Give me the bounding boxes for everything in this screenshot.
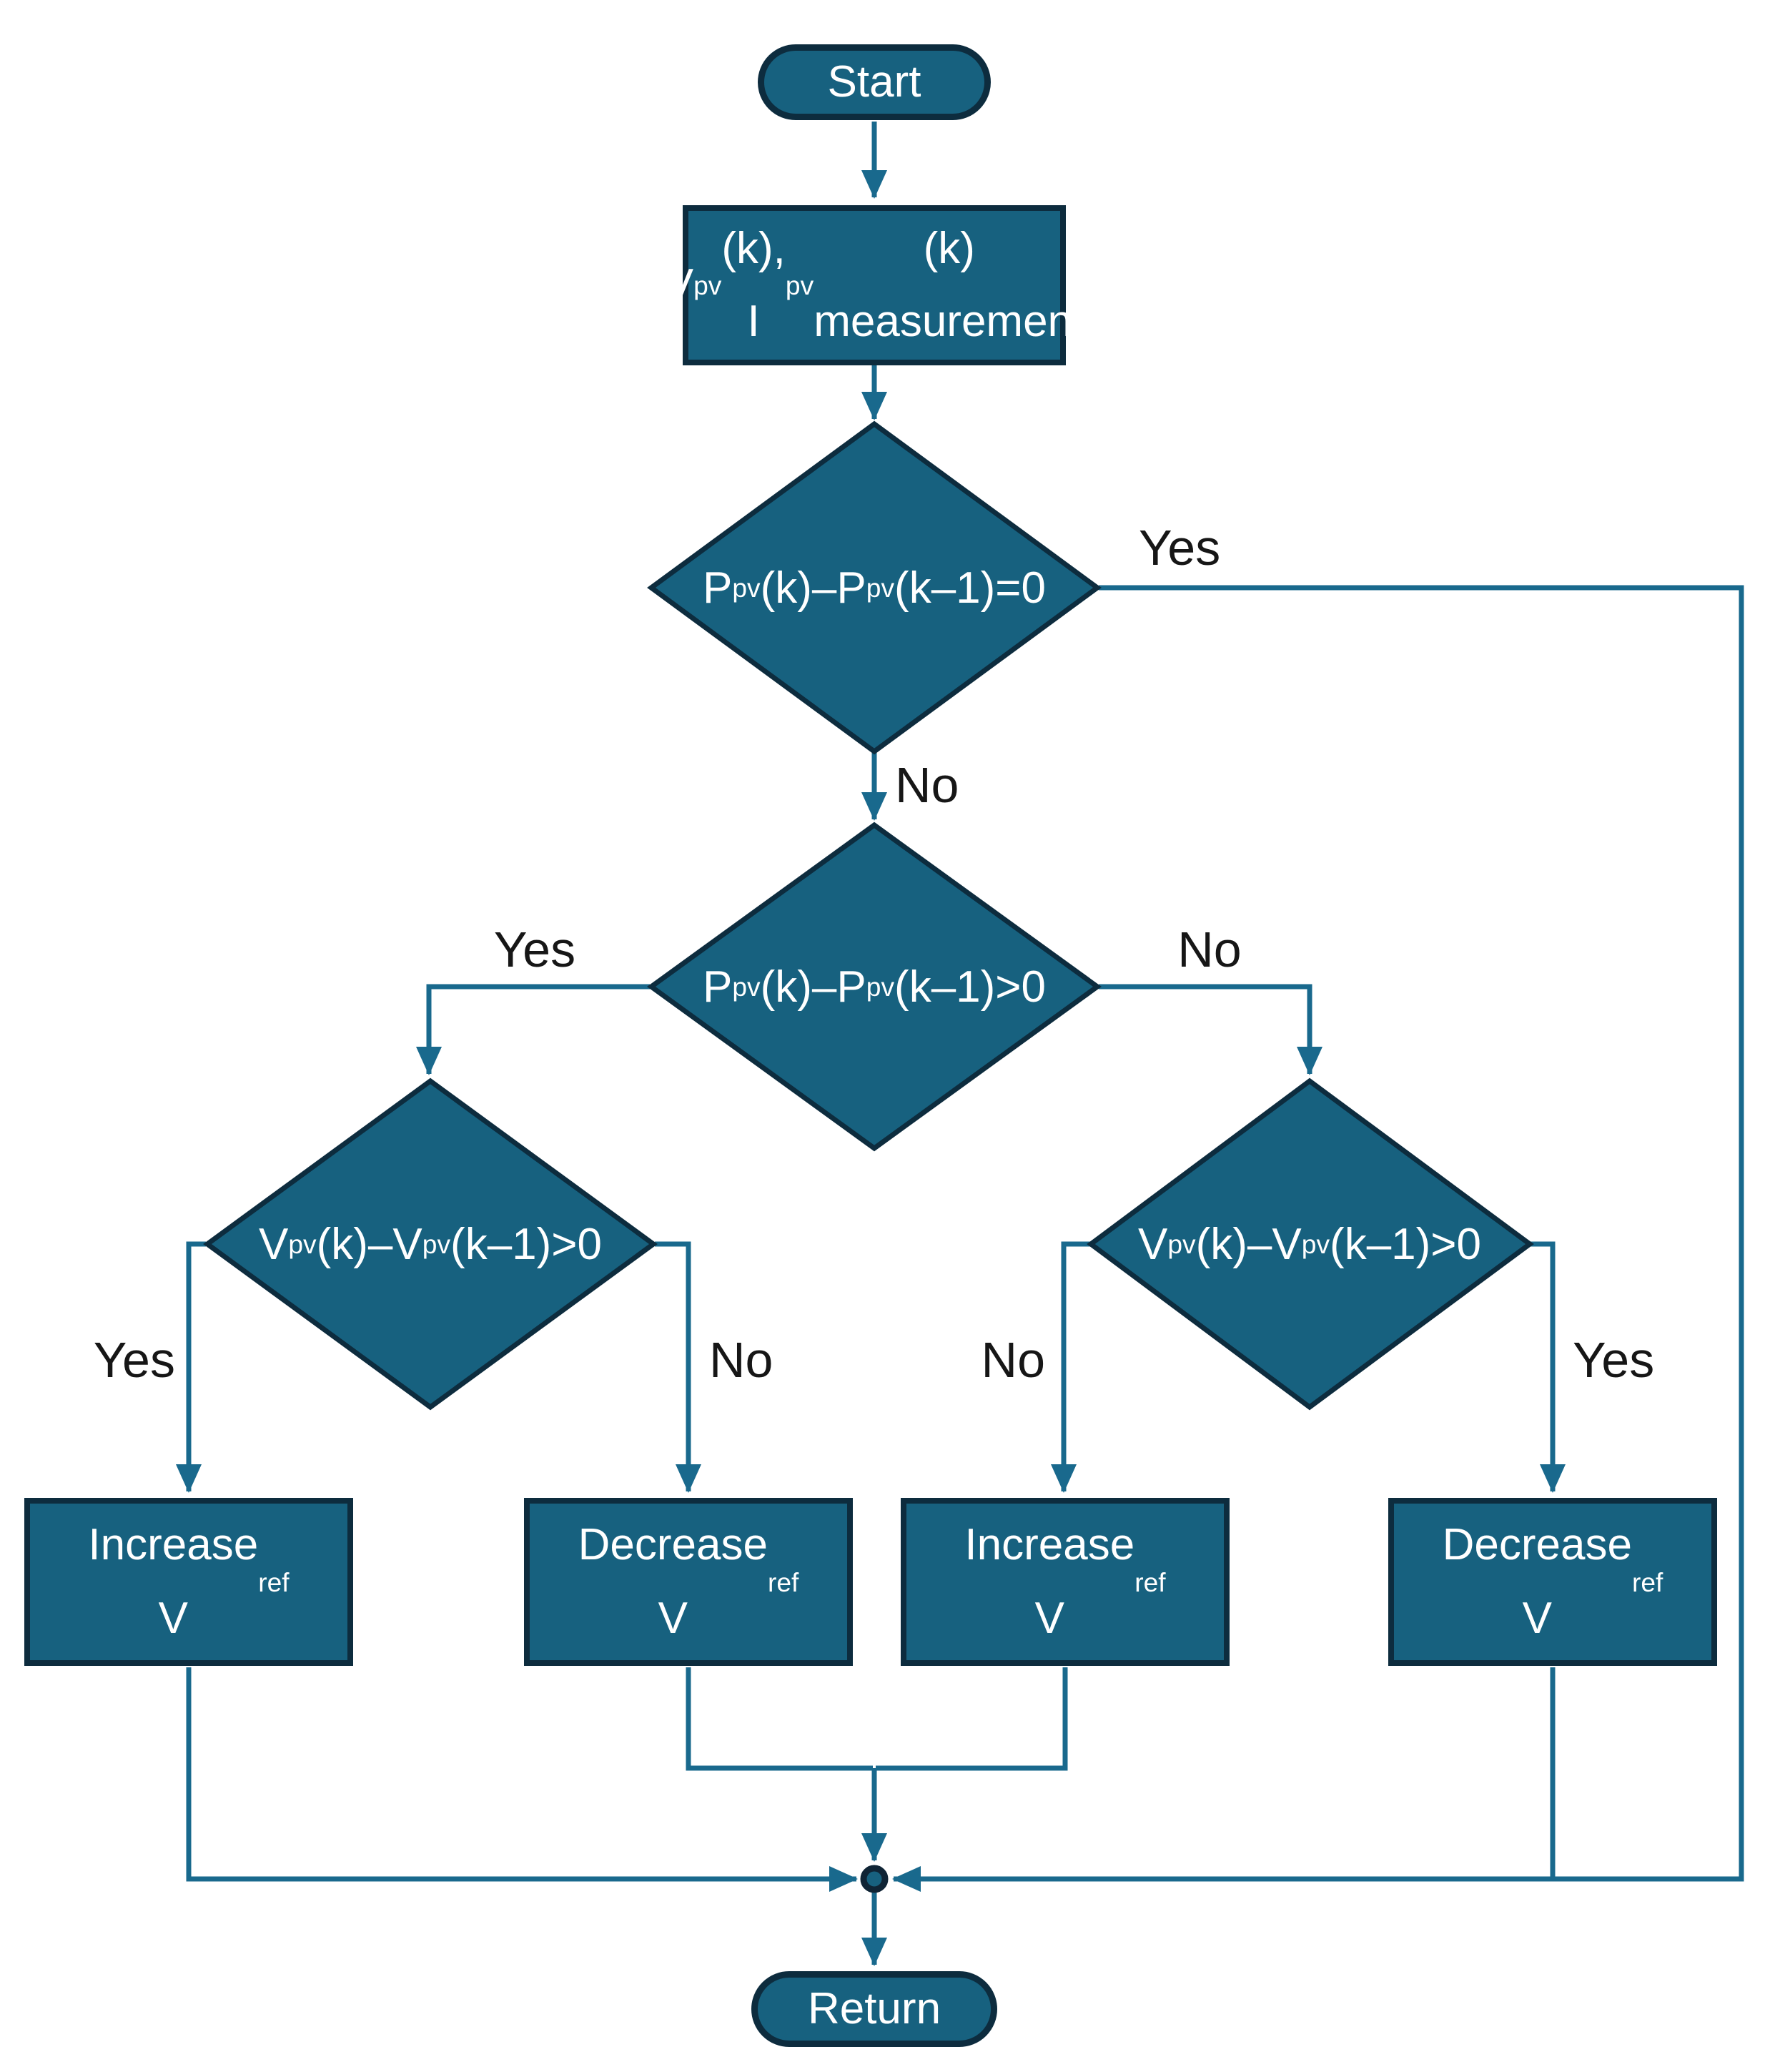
edge-increase-left-to-merge (186, 1667, 858, 1892)
edge-d3-no-to-decrease (655, 1241, 701, 1493)
return-node: Return (751, 1971, 997, 2047)
edge-label-d2-yes: Yes (493, 922, 576, 977)
edge-d4-no-to-increase (1051, 1241, 1091, 1493)
edge-label-d1-yes: Yes (1139, 520, 1221, 576)
edge-label-d1-no: No (895, 757, 959, 813)
merge-junction-dot (860, 1865, 889, 1893)
edge-decrease-left-join (686, 1667, 873, 1771)
edge-label-d2-no: No (1177, 922, 1242, 977)
decision-diamond-power-equal (647, 420, 1102, 755)
edge-d4-yes-to-decrease (1530, 1241, 1566, 1493)
edge-label-d3-no: No (709, 1332, 773, 1388)
edge-d3-yes-to-increase (176, 1241, 206, 1493)
decision-diamond-power-positive (647, 822, 1102, 1152)
decision-diamond-voltage-right (1087, 1077, 1534, 1411)
edge-d2-no-to-d4 (1099, 984, 1322, 1075)
decision-diamond-voltage-left (203, 1077, 658, 1411)
start-node: Start (758, 44, 991, 120)
edge-d2-yes-to-d3 (416, 984, 650, 1075)
edge-d1-yes-to-merge (892, 585, 1744, 1892)
edge-label-d3-yes: Yes (93, 1332, 175, 1388)
edge-increase-right-join (876, 1667, 1068, 1771)
edge-label-d4-no: No (981, 1332, 1045, 1388)
edge-label-d4-yes: Yes (1573, 1332, 1655, 1388)
